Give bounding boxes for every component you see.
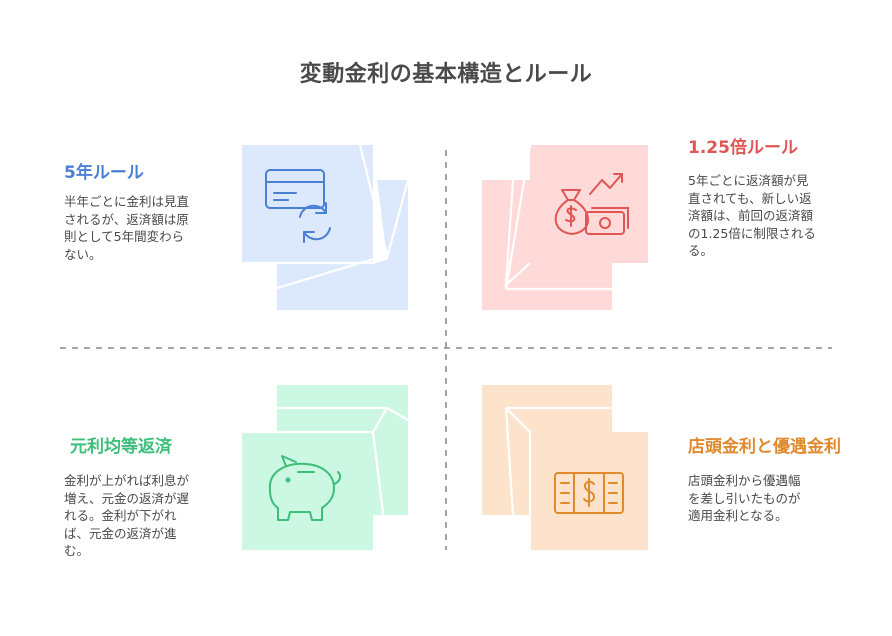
- heading-5year-rule: 5年ルール: [64, 163, 144, 183]
- heading-store-rate: 店頭金利と優遇金利: [688, 437, 841, 457]
- text-line: ない。: [64, 246, 102, 262]
- credit-card-refresh-icon: [265, 169, 331, 243]
- text-line: されるが、返済額は原: [64, 211, 189, 227]
- block-5year-rule: [242, 144, 410, 310]
- text-line: 直されても、新しい返: [688, 190, 812, 206]
- text-line: 半年ごとに金利は見直: [64, 194, 190, 209]
- text-line: 則として5年間変わら: [64, 229, 185, 244]
- piggy-bank-icon: [268, 455, 342, 521]
- text-line: れる。金利が下がれ: [64, 508, 177, 523]
- text-line: の1.25倍に制限される: [688, 225, 816, 241]
- text-5year-rule: 半年ごとに金利は見直 されるが、返済額は原 則として5年間変わら ない。: [64, 193, 189, 263]
- text-line: む。: [64, 543, 90, 558]
- money-bag-growth-icon: [554, 173, 629, 235]
- text-125-rule: 5年ごとに返済額が見 直されても、新しい返 済額は、前回の返済額 の1.25倍に…: [688, 172, 816, 260]
- text-line: 金利が上がれば利息が: [64, 473, 190, 488]
- block-125-rule: [482, 144, 648, 310]
- text-line: る。: [688, 243, 714, 258]
- text-line: 済額は、前回の返済額: [688, 208, 814, 223]
- text-line: を差し引いたものが: [688, 490, 801, 506]
- diagram-title: 変動金利の基本構造とルール: [299, 62, 593, 87]
- text-equal-payment: 金利が上がれば利息が 増え、元金の返済が遅 れる。金利が下がれ ば、元金の返済が…: [64, 472, 189, 560]
- block-store-rate: [482, 385, 648, 550]
- text-line: 店頭金利から優遇幅: [688, 473, 801, 488]
- banknote-stack-icon: [554, 472, 624, 514]
- block-equal-payment: [242, 385, 409, 550]
- text-line: 5年ごとに返済額が見: [688, 173, 809, 188]
- heading-equal-payment: 元利均等返済: [70, 437, 172, 457]
- text-line: 増え、元金の返済が遅: [64, 490, 190, 506]
- heading-125-rule: 1.25倍ルール: [688, 138, 798, 158]
- text-store-rate: 店頭金利から優遇幅 を差し引いたものが 適用金利となる。: [688, 472, 801, 525]
- text-line: ば、元金の返済が進: [64, 525, 177, 541]
- text-line: 適用金利となる。: [688, 508, 788, 523]
